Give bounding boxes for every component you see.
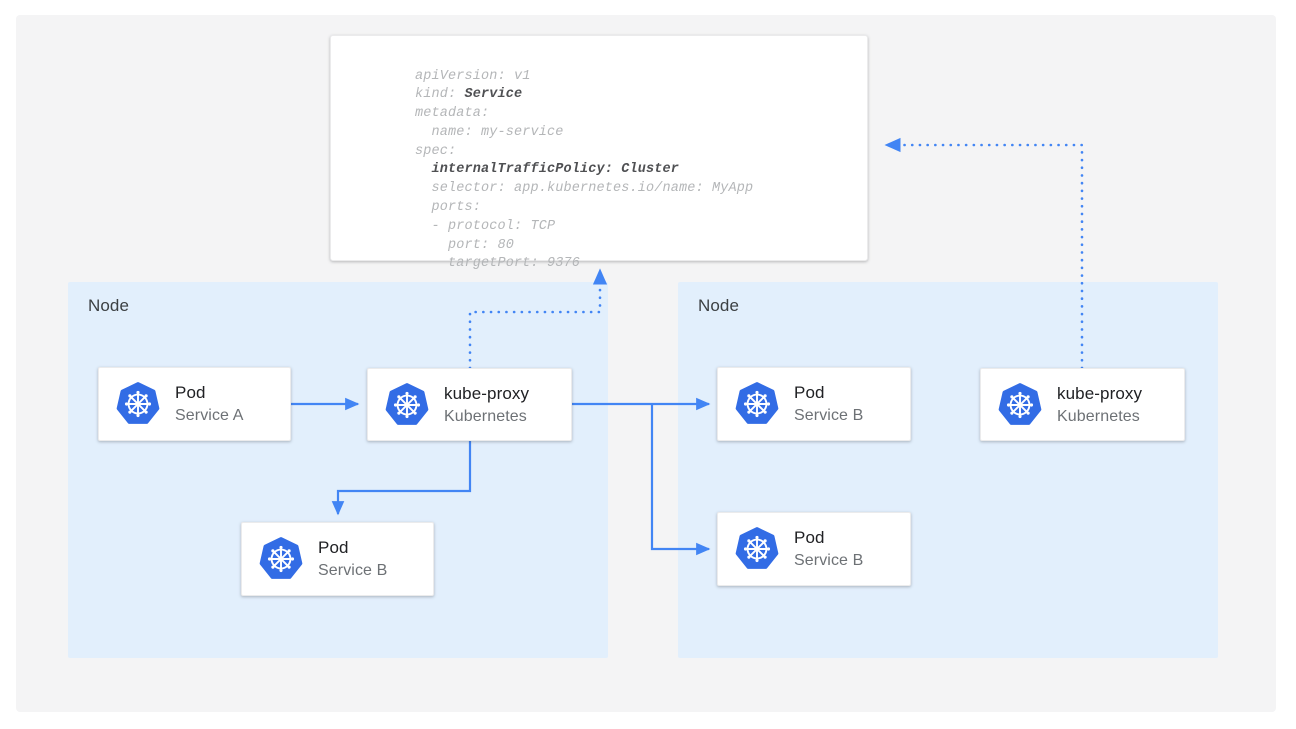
kubernetes-icon — [384, 382, 430, 428]
card-pod-service-b-right-node-top[interactable]: Pod Service B — [717, 367, 911, 441]
card-pod-service-a[interactable]: Pod Service A — [98, 367, 291, 441]
card-pod-service-b-right-node-bottom[interactable]: Pod Service B — [717, 512, 911, 586]
card-subtitle: Kubernetes — [1057, 407, 1140, 425]
service-manifest-card: apiVersion: v1 kind: Service metadata: n… — [330, 35, 868, 271]
card-kube-proxy-left[interactable]: kube-proxy Kubernetes — [367, 368, 572, 441]
kubernetes-icon — [997, 382, 1043, 428]
node-label-left: Node — [88, 296, 130, 315]
card-subtitle: Service B — [318, 562, 388, 579]
card-kube-proxy-right[interactable]: kube-proxy Kubernetes — [980, 368, 1185, 441]
card-title: kube-proxy — [1057, 383, 1143, 403]
card-title: Pod — [794, 383, 825, 402]
card-subtitle: Kubernetes — [444, 407, 527, 425]
node-panel-right: Node — [678, 282, 1218, 658]
card-subtitle: Service B — [794, 407, 864, 424]
card-title: Pod — [318, 538, 349, 557]
service-manifest-code: apiVersion: v1 kind: Service metadata: n… — [415, 68, 754, 272]
card-title: Pod — [794, 528, 825, 547]
kubernetes-icon — [734, 381, 780, 427]
card-pod-service-b-left-node[interactable]: Pod Service B — [241, 522, 434, 596]
card-subtitle: Service A — [175, 407, 244, 424]
kubernetes-icon — [734, 526, 780, 572]
card-title: Pod — [175, 383, 206, 402]
node-label-right: Node — [698, 296, 740, 315]
kubernetes-icon — [115, 381, 161, 427]
card-subtitle: Service B — [794, 552, 864, 569]
node-panel-left: Node — [68, 282, 608, 658]
card-title: kube-proxy — [444, 383, 530, 403]
kubernetes-icon — [258, 536, 304, 582]
